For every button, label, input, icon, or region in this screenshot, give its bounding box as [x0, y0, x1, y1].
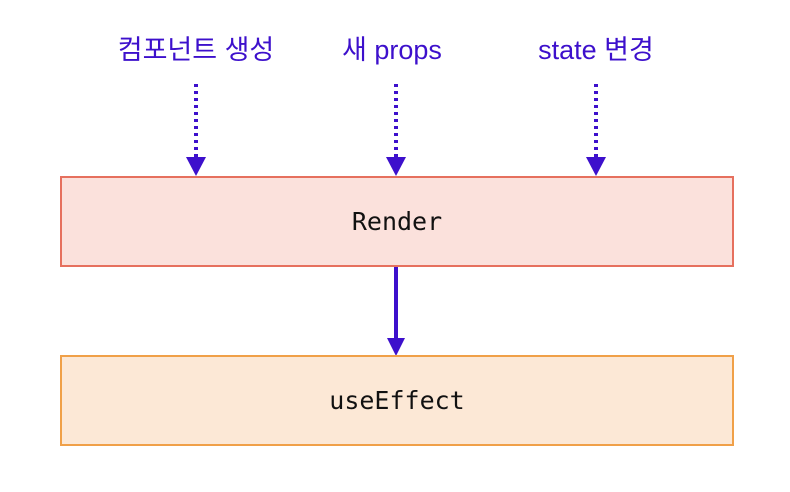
trigger-label-component-creation: 컴포넌트 생성 [117, 35, 275, 65]
render-box-label: Render [351, 207, 443, 236]
use-effect-box-label: useEffect [329, 386, 465, 415]
dotted-arrow-new-props [386, 84, 406, 176]
trigger-label-state-change: state 변경 [538, 35, 654, 65]
trigger-label-new-props: 새 props [342, 35, 442, 65]
use-effect-box: useEffect [60, 355, 734, 446]
solid-arrow-render-to-effect [387, 267, 405, 356]
render-box: Render [60, 176, 734, 267]
dotted-arrow-state-change [586, 84, 606, 176]
dotted-arrow-component-creation [186, 84, 206, 176]
